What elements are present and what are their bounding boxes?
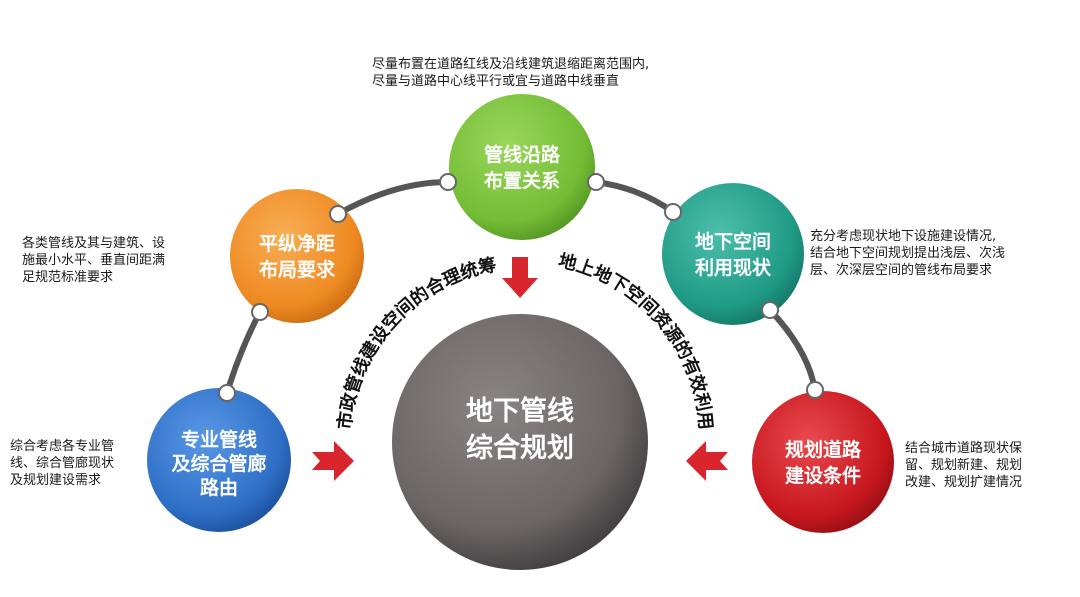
node-circle-clearance <box>230 189 364 323</box>
arrow-left-icon <box>686 441 728 481</box>
description-right-lower: 结合城市道路现状保 留、规划新建、规划 改建、规划扩建情况 <box>905 440 1022 491</box>
node-underground-line1: 地下空间 <box>695 230 771 253</box>
description-line: 结合城市道路现状保 <box>905 441 1023 456</box>
connector-pipe <box>593 179 676 215</box>
node-routing-line2: 及综合管廊 <box>171 452 266 475</box>
center-title-line1: 地下管线 <box>466 396 574 427</box>
description-line: 层、次深层空间的管线布局要求 <box>810 263 993 278</box>
description-right-upper: 充分考虑现状地下设施建设情况, 结合地下空间规划提出浅层、次浅 层、次深层空间的… <box>810 228 1005 279</box>
node-road-layout-line1: 管线沿路 <box>484 143 561 166</box>
connector-dot <box>439 173 457 191</box>
description-line: 各类管线及其与建筑、设 <box>22 236 166 251</box>
node-road-layout-line2: 布置关系 <box>484 169 560 192</box>
description-line: 及规划建设需求 <box>10 473 102 488</box>
description-line: 结合地下空间规划提出浅层、次浅 <box>810 246 1006 261</box>
connector-pipe <box>335 179 451 217</box>
description-line: 尽量布置在道路红线及沿线建筑退缩距离范围内, <box>372 57 650 72</box>
node-routing-line3: 路由 <box>200 476 238 499</box>
description-line: 留、规划新建、规划 <box>905 458 1023 473</box>
description-line: 施最小水平、垂直间距满 <box>22 253 166 268</box>
connector-pipe <box>767 307 818 393</box>
description-left-upper: 各类管线及其与建筑、设 施最小水平、垂直间距满 足规范标准要求 <box>22 235 165 286</box>
node-circle-underground <box>662 183 804 325</box>
connector-dot <box>329 205 347 223</box>
description-top: 尽量布置在道路红线及沿线建筑退缩距离范围内, 尽量与道路中心线平行或宜与道路中线… <box>372 56 649 90</box>
description-line: 线、综合管廊现状 <box>10 456 115 471</box>
node-circle-road-layout <box>449 94 595 240</box>
connector-dot <box>587 173 605 191</box>
center-title-line2: 综合规划 <box>466 432 574 464</box>
connector-dot <box>761 301 779 319</box>
node-clearance-line2: 布局要求 <box>259 258 336 281</box>
node-road-plan-line1: 规划道路 <box>785 438 862 461</box>
description-left-lower: 综合考虑各专业管 线、综合管廊现状 及规划建设需求 <box>10 438 114 489</box>
node-clearance-line1: 平纵净距 <box>259 232 335 255</box>
connector-dot <box>218 384 236 402</box>
description-line: 充分考虑现状地下设施建设情况, <box>810 229 997 244</box>
node-routing-line1: 专业管线 <box>181 428 257 451</box>
description-line: 改建、规划扩建情况 <box>905 475 1023 490</box>
arrow-down-icon <box>502 257 538 298</box>
description-line: 足规范标准要求 <box>22 270 114 285</box>
node-underground-line2: 利用现状 <box>695 256 772 279</box>
node-road-plan-line2: 建设条件 <box>785 464 861 487</box>
connector-dot <box>251 303 269 321</box>
description-line: 综合考虑各专业管 <box>10 439 115 454</box>
connector-dot <box>664 203 682 221</box>
description-line: 尽量与道路中心线平行或宜与道路中线垂直 <box>372 74 620 89</box>
connector-pipe <box>224 309 263 396</box>
node-circle-routing <box>147 388 291 532</box>
connector-dot <box>806 381 824 399</box>
center-circle <box>392 314 648 570</box>
arrow-right-icon <box>312 441 354 481</box>
node-circle-road-plan <box>752 391 894 533</box>
